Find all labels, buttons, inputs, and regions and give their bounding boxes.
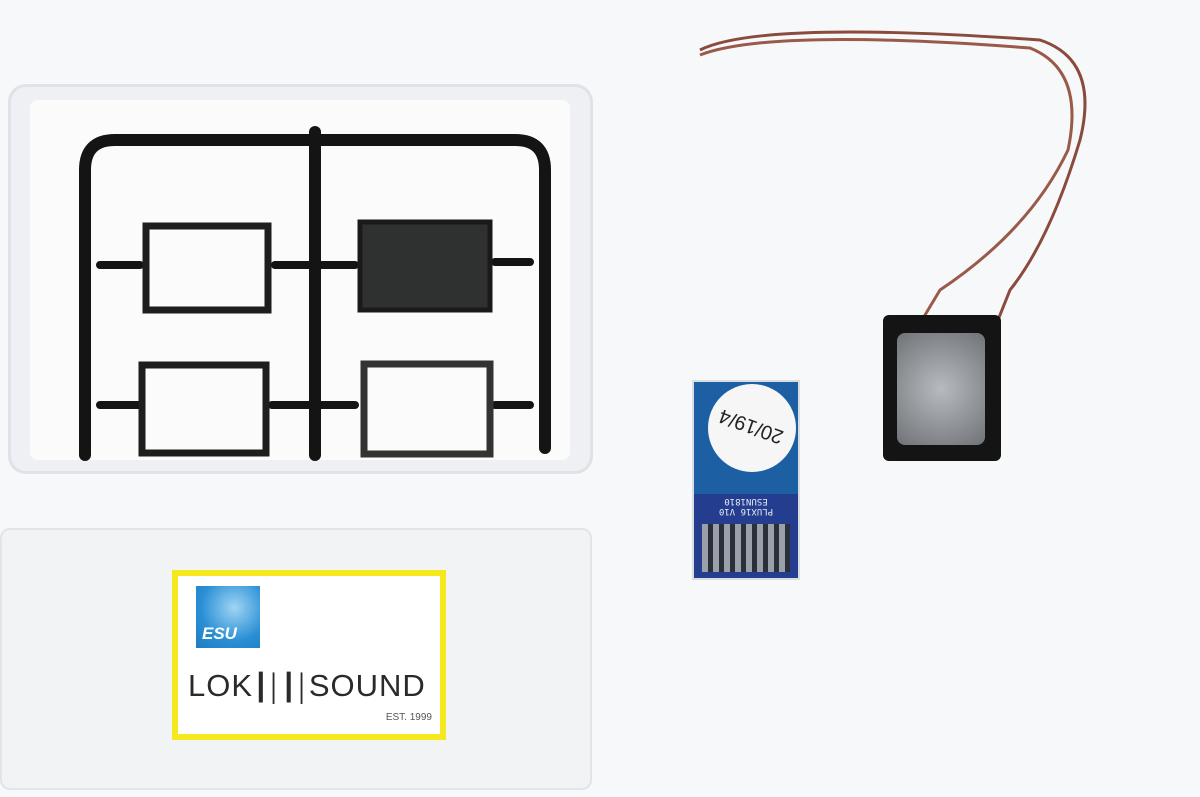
wordmark-right: SOUND	[308, 668, 426, 703]
soundwave-icon: ┃│┃│	[253, 672, 311, 702]
sound-decoder-board: 20/19/4 PLUX16 V10 ESUN1810	[692, 380, 800, 580]
board-marking: PLUX16 V10 ESUN1810	[708, 496, 784, 516]
speaker-frame-2	[357, 219, 493, 313]
date-sticker-text: 20/19/4	[716, 404, 787, 448]
interface-text: PLUX16 V10	[718, 506, 774, 516]
speaker-wire-2	[699, 37, 1074, 341]
loksound-wordmark: LOK┃│┃│SOUND	[188, 668, 438, 704]
loksound-label: ESU LOK┃│┃│SOUND EST. 1999	[172, 570, 446, 740]
connector-pins	[702, 524, 790, 572]
date-sticker: 20/19/4	[708, 384, 796, 472]
plux-connector-area: PLUX16 V10 ESUN1810	[694, 494, 798, 578]
speaker-frame-4	[360, 360, 494, 458]
sprue-upper-gates	[96, 258, 534, 269]
esu-logo: ESU	[196, 586, 260, 648]
speaker-wire-1	[699, 30, 1087, 341]
speaker-frame-3	[138, 361, 270, 457]
wordmark-left: LOK	[188, 668, 254, 703]
esu-logo-text: ESU	[202, 624, 237, 643]
model-text: ESUN1810	[724, 496, 768, 506]
established-text: EST. 1999	[385, 712, 432, 723]
speaker	[883, 315, 1001, 461]
speaker-cone	[897, 333, 985, 445]
speaker-frame-1	[142, 222, 272, 314]
